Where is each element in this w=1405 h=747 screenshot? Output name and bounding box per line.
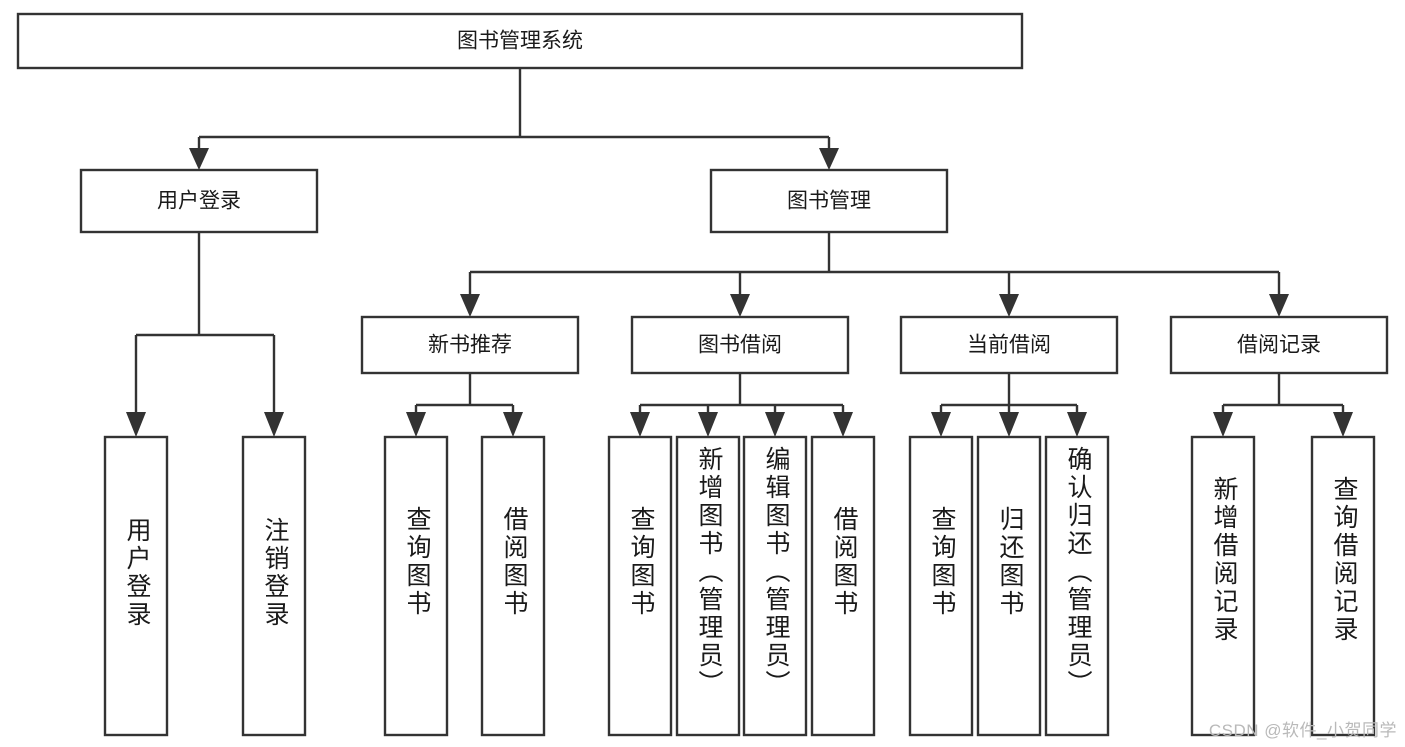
node-book-borrow-label: 图书借阅 bbox=[698, 334, 782, 357]
watermark-text: CSDN @软件_小贺同学 bbox=[1208, 721, 1397, 740]
node-root-label: 图书管理系统 bbox=[457, 30, 583, 53]
arrow-head-book-borrow bbox=[730, 294, 750, 317]
leaf-box-borrow-books-1[interactable] bbox=[480, 435, 546, 737]
node-current-borrow-box[interactable] bbox=[899, 315, 1119, 375]
arrow-head-borrow-records bbox=[1269, 294, 1289, 317]
arrow-head-leaf-logout bbox=[264, 412, 284, 437]
arrow-head-current-borrow bbox=[999, 294, 1019, 317]
arrow-head-leaf-user-login bbox=[126, 412, 146, 437]
node-book-management-label: 图书管理 bbox=[787, 190, 871, 213]
leaf-box-add-book-admin[interactable] bbox=[675, 435, 741, 737]
node-book-borrow-box[interactable] bbox=[630, 315, 850, 375]
arrow-head-user-login bbox=[189, 148, 209, 170]
arrow-head-currentborrow-leaf-1 bbox=[931, 412, 951, 437]
node-user-login-box[interactable] bbox=[79, 168, 319, 234]
node-borrow-records-box[interactable] bbox=[1169, 315, 1389, 375]
horizontal-label-layer: 图书管理系统 用户登录 图书管理 新书推荐 图书借阅 当前借阅 借阅记录 bbox=[157, 30, 1321, 357]
connector-layer bbox=[126, 68, 1353, 437]
leaf-box-confirm-return-admin[interactable] bbox=[1044, 435, 1110, 737]
leaf-box-user-login[interactable] bbox=[103, 435, 169, 737]
node-root-box[interactable] bbox=[16, 12, 1024, 70]
leaf-box-query-borrow-record[interactable] bbox=[1310, 435, 1376, 737]
arrow-head-currentborrow-leaf-2 bbox=[999, 412, 1019, 437]
leaf-box-query-books-3[interactable] bbox=[908, 435, 974, 737]
node-new-book-recommend-label: 新书推荐 bbox=[428, 334, 512, 357]
leaf-box-return-books[interactable] bbox=[976, 435, 1042, 737]
arrow-head-bookborrow-leaf-2 bbox=[698, 412, 718, 437]
leaf-box-borrow-books-2[interactable] bbox=[810, 435, 876, 737]
leaf-box-query-books-1[interactable] bbox=[383, 435, 449, 737]
arrow-head-bookborrow-leaf-3 bbox=[765, 412, 785, 437]
node-box-layer bbox=[16, 12, 1389, 737]
leaf-box-add-borrow-record[interactable] bbox=[1190, 435, 1256, 737]
arrow-head-borrowrecords-leaf-1 bbox=[1213, 412, 1233, 437]
arrow-head-bookborrow-leaf-1 bbox=[630, 412, 650, 437]
arrow-head-borrowrecords-leaf-2 bbox=[1333, 412, 1353, 437]
node-current-borrow-label: 当前借阅 bbox=[967, 334, 1051, 357]
node-borrow-records-label: 借阅记录 bbox=[1237, 334, 1321, 357]
leaf-box-logout[interactable] bbox=[241, 435, 307, 737]
node-new-book-recommend-box[interactable] bbox=[360, 315, 580, 375]
arrow-head-newbook-leaf-1 bbox=[406, 412, 426, 437]
arrow-head-bookborrow-leaf-4 bbox=[833, 412, 853, 437]
arrow-head-currentborrow-leaf-3 bbox=[1067, 412, 1087, 437]
leaf-box-query-books-2[interactable] bbox=[607, 435, 673, 737]
arrow-head-book-mgmt bbox=[819, 148, 839, 170]
arrow-head-newbook-leaf-2 bbox=[503, 412, 523, 437]
arrow-head-new-book-recommend bbox=[460, 294, 480, 317]
node-user-login-label: 用户登录 bbox=[157, 190, 241, 213]
node-book-management-box[interactable] bbox=[709, 168, 949, 234]
leaf-box-edit-book-admin[interactable] bbox=[742, 435, 808, 737]
